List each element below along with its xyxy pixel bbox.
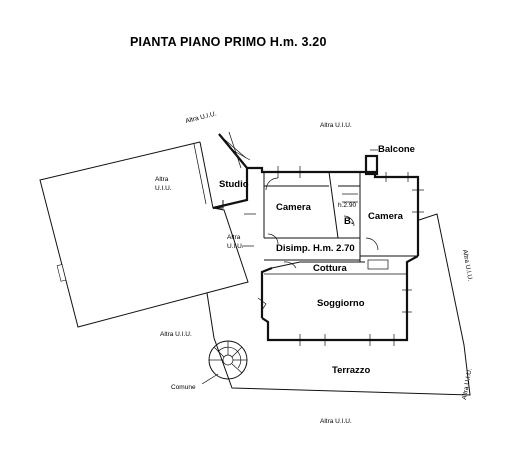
room-label-soggiorno: Soggiorno: [317, 298, 365, 309]
spiral-staircase: [201, 340, 248, 385]
neighbor-label-right-upper: Altra U.I.U.: [461, 249, 473, 282]
neighbor-label-top-left: Altra U.I.U.: [185, 110, 218, 125]
neighbor-label-center-2: U.I.U.: [227, 243, 244, 250]
window-marks: [242, 166, 424, 346]
neighbor-label-stair: Altra U.I.U.: [160, 331, 192, 338]
comune-label: Comune: [171, 384, 196, 391]
bath-height-label: h.2.90: [338, 202, 356, 209]
room-label-bagno: B.: [344, 216, 354, 227]
neighbor-label-bottom: Altra U.I.U.: [320, 418, 352, 425]
neighbor-label-left-2: U.I.U.: [155, 185, 172, 192]
interior-walls: [263, 171, 418, 275]
room-label-cottura: Cottura: [313, 263, 347, 274]
balcone-box: [364, 149, 379, 176]
room-label-disimpegno: Disimp. H.m. 2.70: [276, 243, 355, 254]
neighbor-label-center-1: Altra: [227, 234, 241, 241]
neighbor-label-top-center: Altra U.I.U.: [320, 122, 352, 129]
diagonal-wall: [218, 131, 251, 169]
terrace-outline: [206, 213, 471, 396]
neighbor-label-left-1: Altra: [155, 176, 169, 183]
left-neighbor-block: [39, 141, 249, 328]
neighbor-label-right-lower: Altra U.I.U.: [461, 368, 473, 401]
room-label-camera-1: Camera: [276, 202, 312, 213]
room-label-balcone: Balcone: [378, 144, 415, 155]
apartment-outline: [212, 166, 420, 342]
room-label-studio: Studio: [219, 179, 249, 190]
room-label-terrazzo: Terrazzo: [332, 365, 371, 376]
room-label-camera-2: Camera: [368, 211, 404, 222]
plan-title: PIANTA PIANO PRIMO H.m. 3.20: [130, 35, 327, 49]
